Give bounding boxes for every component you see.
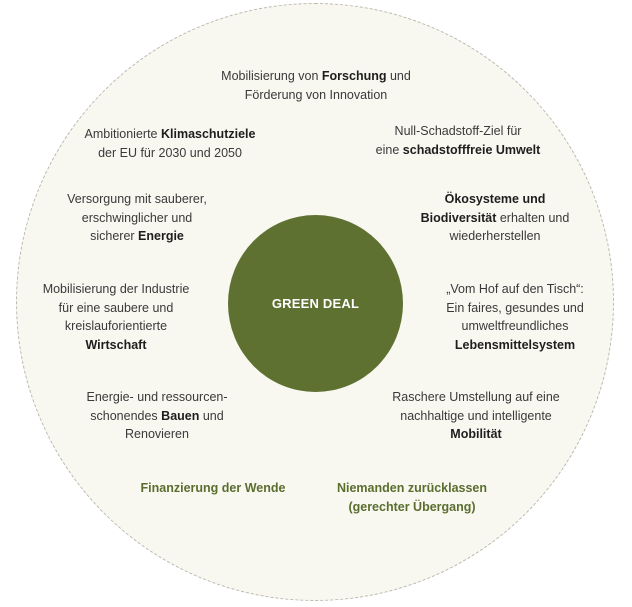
goal-hof-tisch: „Vom Hof auf den Tisch“: Ein faires, gesu… [446,280,584,354]
goal-line: kreislauforientierte [43,317,190,336]
goal-line: sicherer Energie [67,227,207,246]
goal-text: Mobilisierung von [221,69,322,83]
goal-line: Mobilisierung der Industrie [43,280,190,299]
goal-line: „Vom Hof auf den Tisch“: [446,280,584,299]
goal-text: Mobilisierung der Industrie [42,282,190,296]
goal-keyword: Lebensmittelsystem [454,337,576,352]
goal-line: Versorgung mit sauberer, [67,190,207,209]
goal-text: kreislauforientierte [64,319,168,333]
goal-keyword: Forschung [321,69,387,83]
goal-line: nachhaltige und intelligente [392,407,559,426]
goal-text: Renovieren [125,427,189,441]
goal-line: der EU für 2030 und 2050 [85,144,256,163]
goal-line: eine schadstofffreie Umwelt [376,141,541,160]
goal-line: Mobilität [392,425,559,444]
goal-text: der EU für 2030 und 2050 [98,145,242,160]
goal-text: Niemanden zurücklassen [336,481,488,495]
goal-wirtschaft: Mobilisierung der Industrie für eine saub… [43,280,190,354]
goal-text: und [199,408,224,423]
goal-line: erschwinglicher und [67,209,207,228]
center-label: GREEN DEAL [271,296,360,311]
goal-energie: Versorgung mit sauberer, erschwinglicher … [67,190,207,246]
goal-text: Förderung von Innovation [244,87,388,102]
goal-finanzierung: Finanzierung der Wende [141,479,286,498]
goal-line: Null-Schadstoff-Ziel für [376,122,541,141]
goal-line: Mobilisierung von Forschung und [221,67,411,86]
goal-text: Ein faires, gesundes und [446,300,584,315]
goal-text: wiederherstellen [449,229,541,243]
goal-text: Null-Schadstoff-Ziel für [394,124,522,138]
goal-text: und [386,69,411,83]
goal-line: Finanzierung der Wende [141,479,286,498]
goal-keyword: Bauen [161,408,200,423]
goal-line: Wirtschaft [43,336,190,355]
goal-line: wiederherstellen [421,227,570,246]
goal-line: Ein faires, gesundes und [446,299,584,318]
goal-niemanden: Niemanden zurücklassen (gerechter Übergan… [337,479,487,516]
goal-line: schonendes Bauen und [86,407,227,426]
goal-keyword: Mobilität [450,427,502,441]
goal-text: umweltfreundliches [461,319,569,333]
goal-bauen: Energie- und ressourcen-schonendes Bauen… [86,388,227,444]
goal-keyword: Ökosysteme und [444,192,546,206]
goal-line: Energie- und ressourcen- [86,388,227,407]
goal-text: für eine saubere und [58,300,174,315]
goal-line: Ökosysteme und [421,190,570,209]
green-deal-center-circle: GREEN DEAL [228,215,403,392]
goal-text: erschwinglicher und [81,210,193,225]
goal-line: Raschere Umstellung auf eine [392,388,559,407]
goal-line: Ambitionierte Klimaschutziele [85,125,256,144]
goal-line: Lebensmittelsystem [446,336,584,355]
goal-text: nachhaltige und intelligente [400,408,552,423]
goal-text: (gerechter Übergang) [348,499,476,514]
goal-keyword: Wirtschaft [85,337,147,352]
goal-text: erhalten und [496,210,570,225]
goal-keyword: Klimaschutziele [160,127,256,141]
goal-text: Versorgung mit sauberer, [67,192,207,206]
goal-line: Renovieren [86,425,227,444]
goal-keyword: schadstofffreie Umwelt [402,142,541,157]
goal-text: „Vom Hof auf den Tisch“: [446,282,584,296]
goal-text: Finanzierung der Wende [140,481,286,495]
goal-line: Förderung von Innovation [221,86,411,105]
goal-text: Raschere Umstellung auf eine [392,390,560,404]
goal-line: umweltfreundliches [446,317,584,336]
goal-text: eine [375,142,403,157]
goal-line: für eine saubere und [43,299,190,318]
goal-keyword: Energie [138,229,184,243]
goal-text: schonendes [90,408,162,423]
goal-text: Ambitionierte [84,127,161,141]
goal-schadstoff: Null-Schadstoff-Ziel für eine schadstofff… [376,122,541,159]
goal-line: Biodiversität erhalten und [421,209,570,228]
goal-mobilitaet: Raschere Umstellung auf eine nachhaltige … [392,388,559,444]
goal-text: Energie- und ressourcen- [86,390,228,404]
goal-text: sicherer [90,229,139,243]
goal-line: Niemanden zurücklassen [337,479,487,498]
goal-line: (gerechter Übergang) [337,498,487,517]
goal-keyword: Biodiversität [420,210,497,225]
